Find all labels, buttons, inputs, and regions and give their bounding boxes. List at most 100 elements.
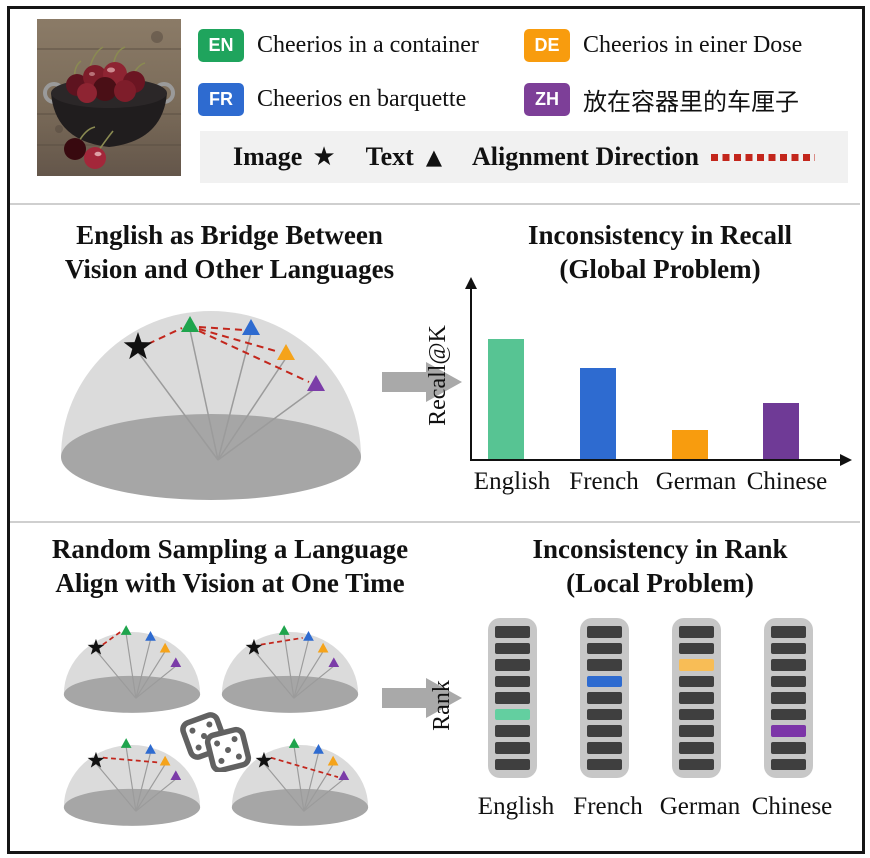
mini-hemisphere-svg: [231, 738, 369, 826]
rank-segment: [771, 659, 806, 671]
rank-column-chinese: [764, 618, 813, 778]
rank-category-labels: English French German Chinese: [470, 793, 848, 827]
y-axis: [470, 288, 472, 461]
rank-segment: [679, 741, 714, 754]
mini-hemisphere-en: [58, 620, 206, 718]
category-label: Chinese: [746, 468, 828, 495]
rank-segment: [495, 626, 530, 638]
legend-alignment-label: Alignment Direction: [471, 142, 699, 171]
rank-segment: [771, 741, 806, 754]
rank-segment: [679, 675, 714, 688]
image-star-icon: ★: [312, 142, 336, 172]
rank-segment: [771, 692, 806, 704]
image-star-marker: [123, 332, 153, 360]
rank-segment: [679, 725, 714, 737]
category-label: Chinese: [751, 793, 833, 820]
caption-text: Cheerios in a container: [257, 31, 479, 58]
mini-hemisphere-zh: [226, 733, 374, 831]
category-label: French: [573, 793, 643, 820]
arrow-right-icon: [382, 362, 462, 402]
rank-segment: [771, 642, 806, 655]
alignment-dotted-line-icon: [710, 153, 815, 161]
zh-triangle-marker: [307, 375, 325, 391]
mini-hemisphere-svg: [221, 625, 359, 713]
rank-plot: [470, 618, 848, 783]
language-badge-zh: ZH: [524, 82, 570, 116]
rank-segment: [679, 708, 714, 721]
rank-segment: [495, 725, 530, 737]
sampling-panel-title: Random Sampling a Language Align with Vi…: [51, 534, 409, 599]
bar-german: [672, 430, 708, 459]
recall-plot: [465, 277, 852, 466]
category-label: German: [655, 468, 737, 495]
dice-icon: [180, 712, 252, 772]
rank-segment: [771, 626, 806, 638]
embedding-rays: [137, 329, 317, 461]
language-badge-de: DE: [524, 28, 570, 62]
mini-hemisphere-svg: [63, 625, 201, 713]
rank-segment: [679, 692, 714, 704]
category-label: English: [477, 793, 555, 820]
rank-segment: [587, 741, 622, 754]
rank-segment: [495, 741, 530, 754]
rank-segment: [771, 708, 806, 721]
rank-y-axis-label: Rank: [428, 679, 455, 731]
marker-legend: Image ★ Text ▲ Alignment Direction: [200, 131, 848, 183]
rank-segment: [495, 642, 530, 655]
bar-french: [580, 368, 616, 459]
recall-y-axis-label: Recall@K: [424, 324, 451, 426]
rank-highlight-german: [679, 659, 714, 671]
legend-text-label: Text: [365, 142, 414, 171]
rank-segment: [587, 692, 622, 704]
section-divider-1: [10, 203, 860, 205]
mini-hemisphere-de: [58, 733, 206, 831]
rank-column-french: [580, 618, 629, 778]
rank-segment: [587, 626, 622, 638]
rank-segment: [495, 692, 530, 704]
category-label: English: [473, 468, 551, 495]
rank-panel-title: Inconsistency in Rank (Local Problem): [532, 534, 788, 599]
mini-hemisphere-svg: [63, 738, 201, 826]
fr-triangle-marker: [242, 319, 260, 335]
x-axis: [470, 459, 842, 461]
alignment-dashed-lines: [147, 326, 310, 383]
language-badge-fr: FR: [198, 82, 244, 116]
rank-segment: [587, 659, 622, 671]
en-triangle-marker: [181, 316, 199, 332]
rank-segment: [679, 642, 714, 655]
rank-segment: [771, 675, 806, 688]
rank-segment: [771, 758, 806, 771]
category-label: German: [659, 793, 741, 820]
caption-text: 放在容器里的车厘子: [583, 89, 799, 116]
caption-row-de: DE Cheerios in einer Dose: [524, 28, 850, 62]
bar-english: [488, 339, 524, 459]
x-axis-arrowhead: [840, 454, 852, 466]
rank-column-english: [488, 618, 537, 778]
bridge-panel-title: English as Bridge Between Vision and Oth…: [64, 220, 395, 285]
rank-column-german: [672, 618, 721, 778]
caption-row-en: EN Cheerios in a container: [198, 28, 524, 62]
rank-segment: [495, 659, 530, 671]
bridge-hemisphere: [61, 311, 361, 500]
language-badge-en: EN: [198, 28, 244, 62]
caption-row-zh: ZH 放在容器里的车厘子: [524, 82, 850, 117]
rank-segment: [587, 758, 622, 771]
legend-image-label: Image: [233, 142, 303, 171]
rank-segment: [679, 758, 714, 771]
text-triangle-icon: ▲: [425, 145, 442, 169]
de-triangle-marker: [277, 344, 295, 360]
bar-chinese: [763, 403, 799, 459]
rank-segment: [587, 725, 622, 737]
section-divider-2: [10, 521, 860, 523]
figure-border: [7, 6, 865, 854]
recall-panel-title: Inconsistency in Recall (Global Problem): [527, 220, 792, 285]
rank-highlight-french: [587, 675, 622, 688]
category-label: French: [569, 468, 639, 495]
caption-text: Cheerios in einer Dose: [583, 31, 803, 58]
rank-highlight-chinese: [771, 725, 806, 737]
rank-segment: [495, 675, 530, 688]
arrow-right-icon: [382, 678, 462, 718]
recall-category-labels: English French German Chinese: [470, 468, 848, 502]
